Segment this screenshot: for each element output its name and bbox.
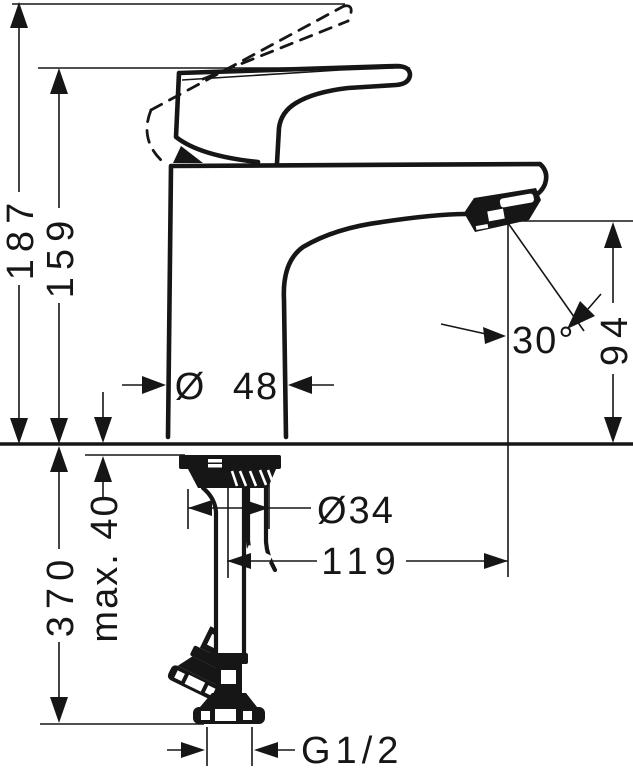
escutcheon-washer xyxy=(186,446,274,456)
dim-spray-angle: 30° xyxy=(440,222,602,577)
aerator xyxy=(464,188,541,232)
extension-lines xyxy=(206,727,253,766)
arrow-down xyxy=(10,418,28,444)
arrow-down xyxy=(50,697,68,723)
arrow-right xyxy=(245,500,269,516)
lever-handle xyxy=(145,4,413,166)
dim-body-diameter: Ø 48 xyxy=(122,366,334,408)
dim-label-max-deck-thickness: max. 40 xyxy=(84,493,126,642)
arrow-right xyxy=(483,327,506,344)
dim-outlet-height: 94 xyxy=(508,220,633,443)
arrow-left xyxy=(254,742,278,758)
spray-direction-line xyxy=(507,222,585,332)
body-left-top-spout xyxy=(165,161,549,440)
arrow-left xyxy=(227,553,251,569)
arrow-right xyxy=(142,376,166,394)
dim-hose-length: 370 xyxy=(40,446,204,725)
handle-raised-position-dashed xyxy=(145,4,353,164)
arrow-right xyxy=(181,742,205,758)
arrow-right xyxy=(484,553,508,569)
dim-label-overall-height: 187 xyxy=(0,196,42,280)
arrow-down xyxy=(94,417,112,443)
dim-label-hose-length: 370 xyxy=(40,553,82,637)
arrow-up xyxy=(10,2,28,28)
arrow-up xyxy=(604,222,622,248)
arrow-up xyxy=(94,456,112,482)
dim-label-spray-angle: 30° xyxy=(512,320,575,362)
dim-label-connection-thread: G1/2 xyxy=(301,730,403,768)
dim-label-outlet-height: 94 xyxy=(594,310,633,366)
dim-spout-reach: 119 xyxy=(227,541,508,583)
dim-label-spout-reach: 119 xyxy=(321,541,403,583)
extension-lines xyxy=(187,481,270,529)
handle-outline xyxy=(173,63,413,166)
dim-max-deck-thickness: max. 40 xyxy=(84,392,185,643)
arrow-down xyxy=(604,417,622,443)
dim-label-body-diameter: Ø 48 xyxy=(175,366,279,408)
arrow-up xyxy=(50,446,68,472)
shank-flare xyxy=(200,485,219,515)
dim-label-handle-height: 159 xyxy=(40,214,82,298)
dim-shank-diameter: Ø34 xyxy=(187,481,395,532)
arrow-up xyxy=(50,68,68,94)
below-deck-assembly xyxy=(167,446,281,724)
handle-heel xyxy=(173,146,203,163)
dim-handle-height: 159 xyxy=(38,67,410,444)
arrow-angled xyxy=(567,301,595,329)
body-right-spout-underside xyxy=(281,211,469,440)
arrow-left xyxy=(288,376,312,394)
dim-overall-height: 187 xyxy=(0,2,345,444)
arrow-down xyxy=(50,418,68,444)
dim-label-shank-diameter: Ø34 xyxy=(317,490,395,532)
dim-connection-thread: G1/2 xyxy=(167,727,403,768)
arrow-left xyxy=(188,500,212,516)
escutcheon-plate xyxy=(179,455,281,469)
